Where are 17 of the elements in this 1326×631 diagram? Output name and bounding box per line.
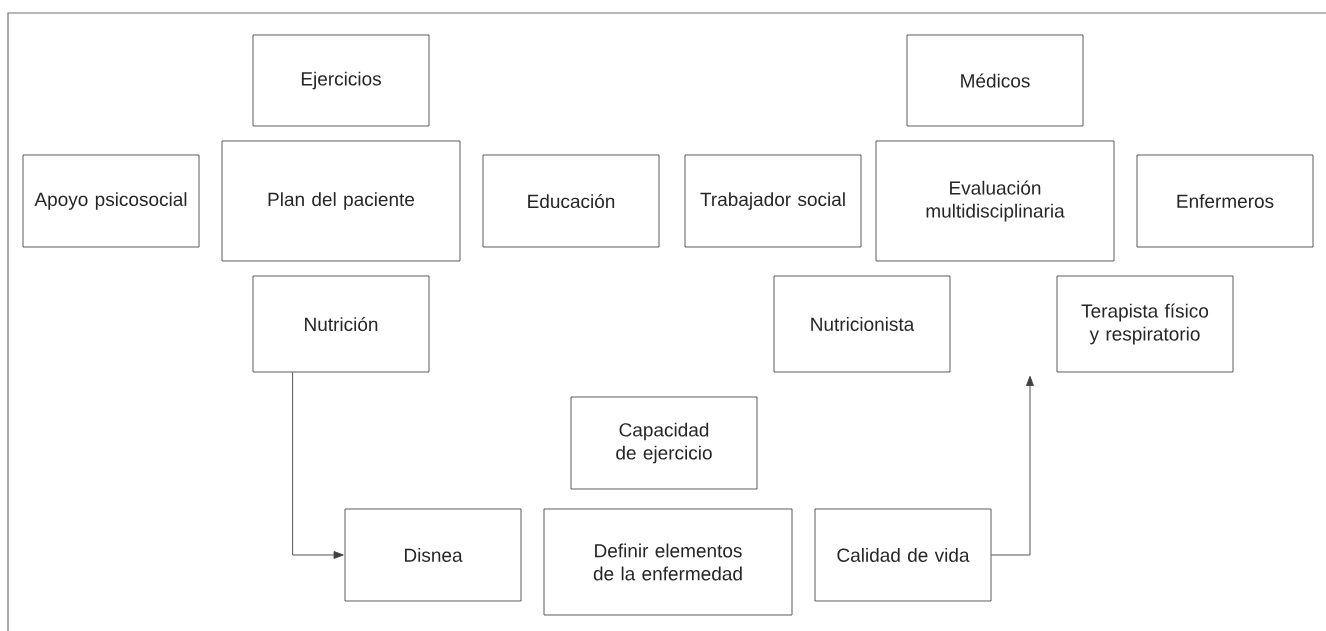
arrow — [292, 371, 344, 559]
arrow — [990, 375, 1034, 556]
text-box: Definir elementos de la enfermedad — [543, 508, 793, 616]
text-box: Evaluación multidisciplinaria — [875, 140, 1115, 262]
text-box: Calidad de vida — [814, 508, 992, 602]
text-box: Nutrición — [252, 275, 430, 373]
text-box: Educación — [482, 154, 660, 248]
text-box: Enfermeros — [1136, 154, 1314, 248]
text-box: Disnea — [344, 508, 522, 602]
text-box: Plan del paciente — [221, 140, 461, 262]
text-box: Apoyo psicosocial — [22, 154, 200, 248]
text-box: Capacidad de ejercicio — [570, 396, 758, 490]
text-box: Trabajador social — [684, 154, 862, 248]
text-box: Ejercicios — [252, 34, 430, 127]
text-box: Terapista físico y respiratorio — [1056, 275, 1234, 373]
text-box: Nutricionista — [773, 275, 951, 373]
text-box: Médicos — [906, 34, 1084, 127]
